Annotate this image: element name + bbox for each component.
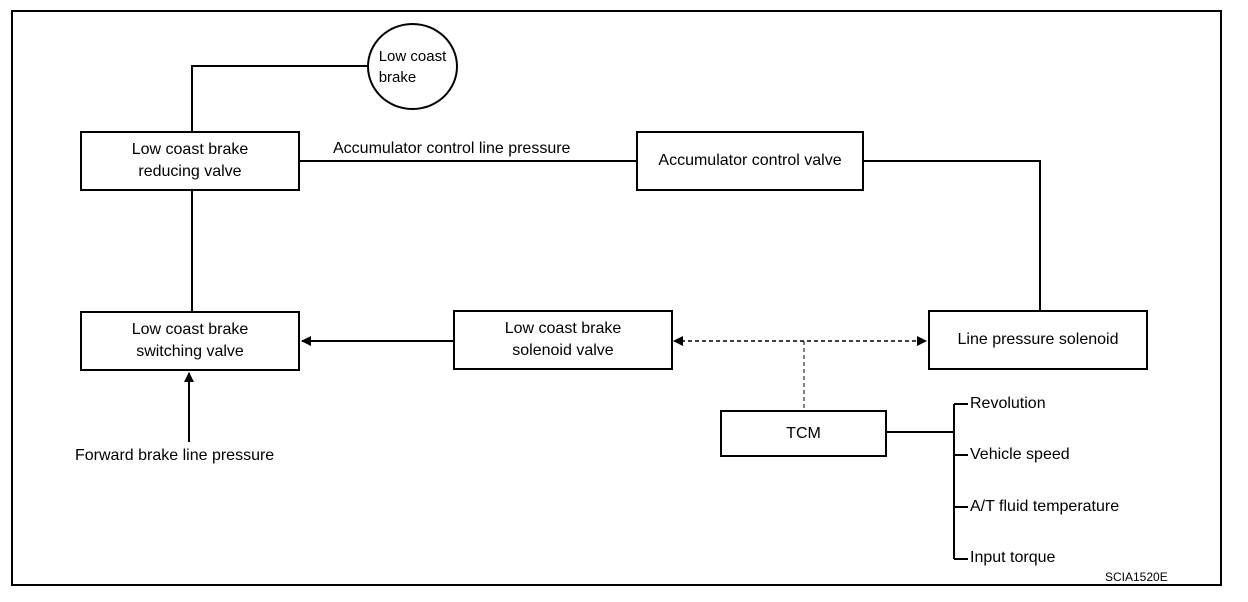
line-accumulator-to-line-pressure-solenoid bbox=[863, 160, 1041, 311]
low-coast-brake-solenoid-valve: Low coast brake solenoid valve bbox=[453, 310, 673, 370]
tcm-input-fluid-temperature: A/T fluid temperature bbox=[970, 498, 1120, 515]
tcm-box: TCM bbox=[720, 410, 887, 457]
figure-code: SCIA1520E bbox=[1105, 570, 1168, 584]
line-pressure-solenoid: Line pressure solenoid bbox=[928, 310, 1148, 370]
accumulator-control-line-pressure-label: Accumulator control line pressure bbox=[333, 140, 571, 157]
accumulator-control-valve: Accumulator control valve bbox=[636, 131, 864, 191]
tcm-input-revolution: Revolution bbox=[970, 395, 1046, 412]
line-reducing-to-low-coast-brake bbox=[191, 65, 368, 132]
low-coast-brake-circle: Low coast brake bbox=[367, 23, 458, 110]
tcm-input-vehicle-speed: Vehicle speed bbox=[970, 446, 1070, 463]
low-coast-brake-reducing-valve: Low coast brake reducing valve bbox=[80, 131, 300, 191]
forward-brake-line-pressure-label: Forward brake line pressure bbox=[75, 447, 275, 464]
diagram-frame bbox=[11, 10, 1222, 586]
tcm-input-input-torque: Input torque bbox=[970, 549, 1056, 566]
low-coast-brake-switching-valve: Low coast brake switching valve bbox=[80, 311, 300, 371]
